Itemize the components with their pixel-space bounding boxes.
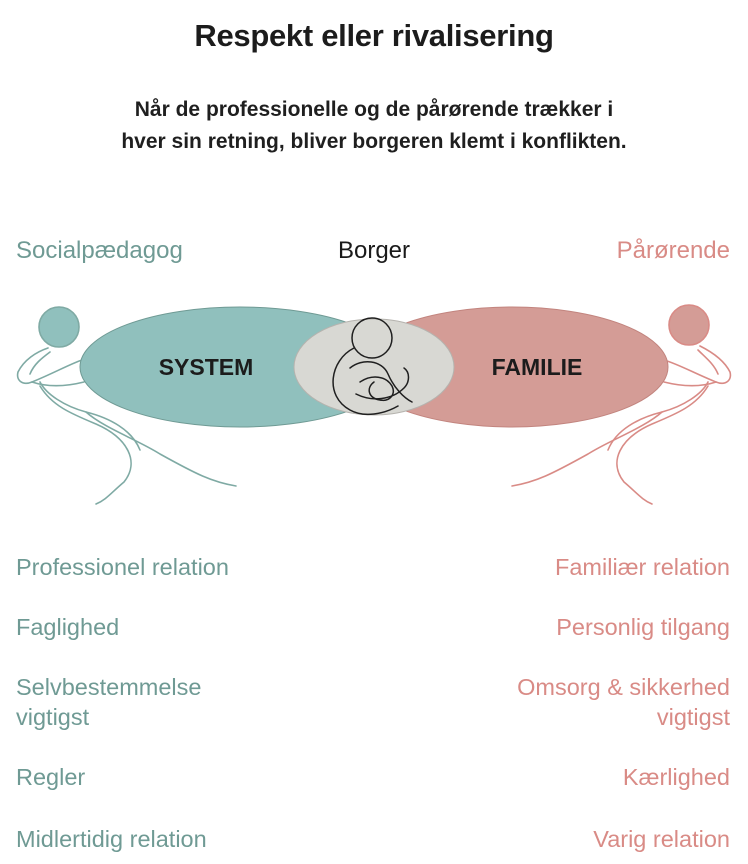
system-attribute-item: Regler — [16, 764, 86, 790]
system-attribute-item: Faglighed — [16, 614, 120, 640]
familie-attribute-item: Familiær relation — [555, 554, 730, 580]
borger-figure-head — [351, 317, 393, 359]
subtitle-line-2: hver sin retning, bliver borgeren klemt … — [121, 130, 627, 153]
left-figure-arm-upper — [16, 347, 83, 385]
left-figure-leg-back — [39, 385, 132, 505]
borger-figure — [332, 317, 413, 416]
left-figure-head — [38, 306, 80, 348]
system-attribute-item: Professionel relation — [16, 554, 229, 580]
page-title: Respekt eller rivalisering — [194, 18, 554, 53]
right-figure-arm-lower — [663, 349, 719, 387]
borger-figure-legs — [355, 367, 410, 400]
role-borger: Borger — [337, 237, 411, 264]
borger-figure-knees — [349, 361, 413, 403]
familie-attribute-item: Personlig tilgang — [556, 614, 730, 640]
system-attribute-item: Selvbestemmelse vigtigst — [16, 674, 202, 730]
familie-attribute-item: Omsorg & sikkerhed vigtigst — [517, 674, 730, 730]
left-figure-arm-lower — [29, 351, 85, 387]
right-figure-arm-upper — [663, 345, 732, 385]
right-figure-head — [668, 304, 710, 346]
right-figure — [511, 304, 732, 505]
familie-label: FAMILIE — [492, 354, 583, 380]
borger-figure-back — [332, 347, 399, 416]
familie-attribute-item: Kærlighed — [622, 764, 730, 790]
left-figure — [16, 306, 237, 505]
right-figure-leg-back — [616, 385, 709, 505]
left-figure-leg-front — [85, 411, 237, 487]
page-subtitle: Når de professionelle og de pårørende tr… — [60, 94, 688, 158]
overlap-ellipse — [293, 318, 455, 416]
tug-of-war-diagram: SYSTEM FAMILIE — [16, 304, 732, 505]
system-attribute-item: Midlertidig relation — [16, 826, 207, 852]
right-figure-leg-front — [511, 411, 663, 487]
role-paaroerende: Pårørende — [616, 237, 730, 264]
system-label: SYSTEM — [159, 354, 254, 380]
subtitle-line-1: Når de professionelle og de pårørende tr… — [134, 98, 614, 121]
role-socialpaedagog: Socialpædagog — [16, 237, 183, 264]
familie-attribute-item: Varig relation — [593, 826, 730, 852]
